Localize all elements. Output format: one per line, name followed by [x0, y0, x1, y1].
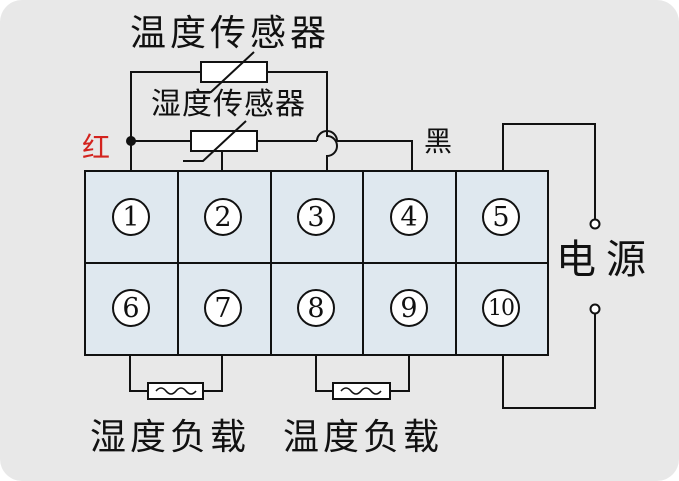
power-wire-top	[502, 123, 596, 219]
humidity-sensor-wire-hop	[316, 130, 338, 142]
terminal-7: 7	[204, 289, 242, 327]
terminal-2: 2	[204, 198, 242, 236]
terminal-9: 9	[390, 289, 428, 327]
humidity-load-symbol	[147, 382, 204, 400]
terminal-5: 5	[482, 198, 520, 236]
temperature-sensor-label: 温度传感器	[130, 13, 331, 54]
power-contact-bottom	[589, 303, 601, 315]
junction-dot	[126, 136, 136, 146]
temperature-load-wire	[315, 355, 410, 392]
terminal-8: 8	[297, 289, 335, 327]
terminal-3: 3	[297, 198, 335, 236]
terminal-6: 6	[112, 289, 150, 327]
power-label: 电源	[556, 237, 656, 283]
power-wire-bottom	[502, 313, 596, 409]
humidity-sensor-wire-to-4	[337, 140, 413, 171]
black-wire-label: 黑	[424, 125, 453, 158]
terminal-1: 1	[112, 198, 150, 236]
power-contact-top	[589, 218, 601, 230]
humidity-load-label: 湿度负载	[90, 417, 251, 458]
temp-sensor-wire	[130, 71, 338, 171]
temperature-load-label: 温度负载	[283, 417, 444, 458]
temperature-load-symbol	[332, 382, 391, 400]
terminal-4: 4	[390, 198, 428, 236]
humidity-load-wire	[129, 355, 223, 392]
terminal-10: 10	[482, 289, 520, 327]
humidity-sensor-symbol	[183, 120, 258, 162]
humidity-sensor-label: 湿度传感器	[151, 87, 306, 122]
red-wire-label: 红	[82, 131, 111, 164]
temperature-sensor-symbol	[193, 51, 268, 93]
